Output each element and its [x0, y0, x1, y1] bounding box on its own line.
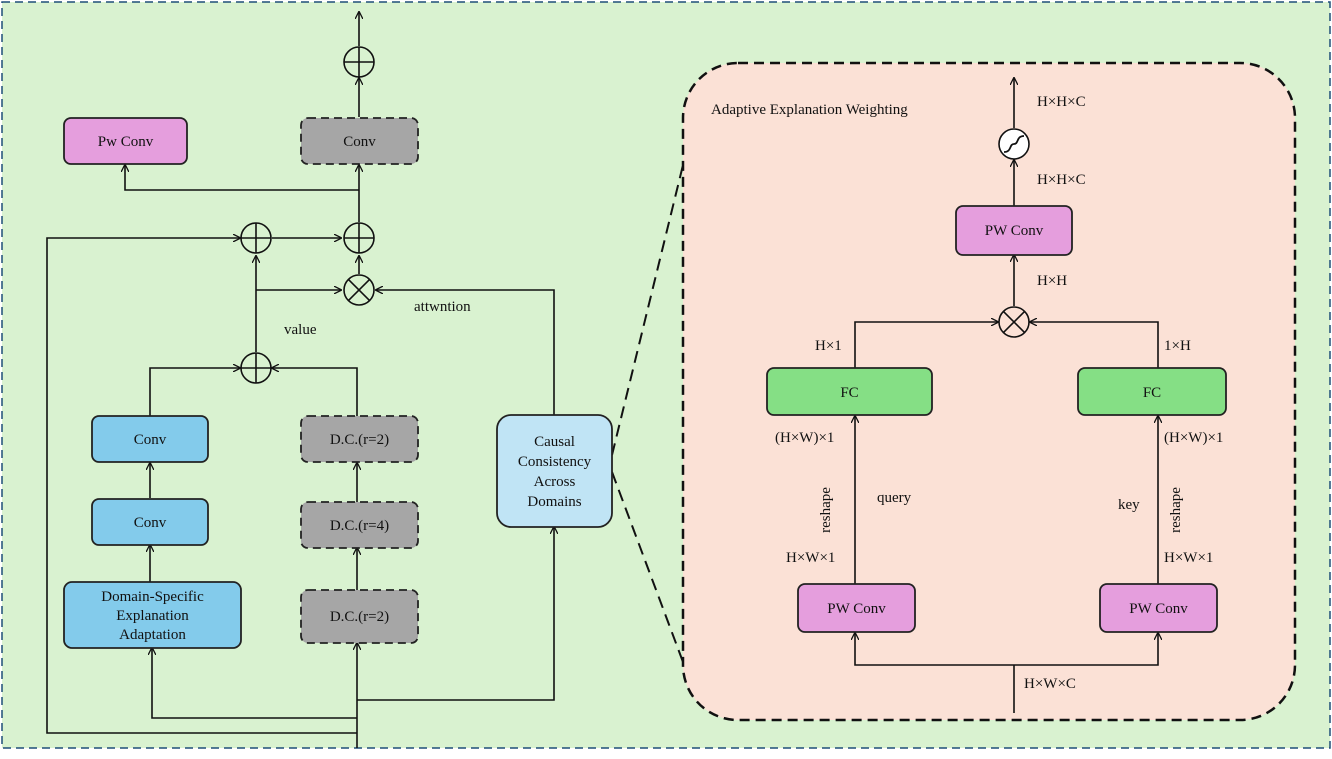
add-operator-right [343, 222, 375, 254]
conv-b-label: Conv [134, 515, 167, 531]
dim-hw1-right-label: (H×W)×1 [1164, 430, 1223, 446]
panel-title: Adaptive Explanation Weighting [711, 102, 908, 118]
line-input-domain [152, 648, 357, 719]
dc-3-label: D.C.(r=2) [330, 609, 389, 625]
attention-label: attwntion [414, 299, 471, 315]
pw-conv-label: Pw Conv [98, 134, 154, 150]
hw1-right-label: H×W×1 [1164, 550, 1213, 566]
line-fc-right-mul [1030, 322, 1159, 368]
line-to-pwconv-left [855, 633, 1014, 666]
fc-right-box [1077, 367, 1227, 416]
dc-box-2 [300, 501, 419, 549]
fc-left-box [766, 367, 933, 416]
pw-conv-left-label: PW Conv [827, 601, 886, 617]
skip-line [46, 238, 357, 734]
fc-right-label: FC [1143, 385, 1161, 401]
value-label: value [284, 322, 317, 338]
dc-box-1 [300, 415, 419, 463]
key-label: key [1118, 497, 1140, 513]
fc-left-label: FC [840, 385, 858, 401]
line-to-pwconv-right [1014, 633, 1158, 666]
sigmoid-dim-label: H×H×C [1037, 172, 1086, 188]
add-operator-top [343, 46, 375, 78]
domain-adapt-box [63, 581, 242, 649]
causal-line-1: Causal [534, 434, 575, 450]
line-branch-pw [125, 165, 359, 191]
line-conv-add [149, 368, 240, 416]
pw-conv-left-box [797, 583, 916, 633]
zoom-line-top [611, 164, 684, 456]
dim-1h-label: 1×H [1164, 338, 1191, 354]
dc-1-label: D.C.(r=2) [330, 432, 389, 448]
query-label: query [877, 490, 912, 506]
pw-conv-right-label: PW Conv [1129, 601, 1188, 617]
causal-line-3: Across [534, 474, 576, 490]
line-attention [376, 290, 555, 415]
sigmoid-icon [998, 128, 1030, 160]
conv-box-a [91, 415, 209, 463]
line-dc1-add [272, 368, 358, 416]
pw-conv-box [63, 117, 188, 165]
multiply-operator-right [998, 306, 1030, 338]
conv-top-label: Conv [343, 134, 376, 150]
mul-dim-label: H×H [1037, 273, 1067, 289]
output-dim-label: H×H×C [1037, 94, 1086, 110]
causal-line-4: Domains [527, 494, 581, 510]
pw-conv-right-box [1099, 583, 1218, 633]
conv-box-b [91, 498, 209, 546]
pw-conv-top-box [955, 205, 1073, 256]
domain-adapt-line-3: Adaptation [119, 627, 186, 643]
pw-conv-top-label: PW Conv [985, 223, 1044, 239]
zoom-line-bottom [611, 471, 684, 663]
dc-box-3 [300, 589, 419, 644]
conv-a-label: Conv [134, 432, 167, 448]
conv-top-box [300, 117, 419, 165]
causal-line-2: Consistency [518, 454, 592, 470]
adaptive-weighting-panel [681, 61, 1297, 722]
causal-box [496, 414, 613, 528]
line-input-causal [357, 527, 554, 701]
dim-hw1-left-label: (H×W)×1 [775, 430, 834, 446]
reshape-right-label: reshape [1168, 487, 1184, 533]
reshape-left-label: reshape [818, 487, 834, 533]
dim-h1-label: H×1 [815, 338, 842, 354]
multiply-operator-left [343, 274, 375, 306]
domain-adapt-line-2: Explanation [116, 608, 189, 624]
dc-2-label: D.C.(r=4) [330, 518, 389, 534]
domain-adapt-line-1: Domain-Specific [101, 589, 204, 605]
input-dim-label: H×W×C [1024, 676, 1076, 692]
hw1-left-label: H×W×1 [786, 550, 835, 566]
line-fc-left-mul [854, 322, 998, 368]
add-operator-value [240, 352, 272, 384]
add-operator-left [240, 222, 272, 254]
